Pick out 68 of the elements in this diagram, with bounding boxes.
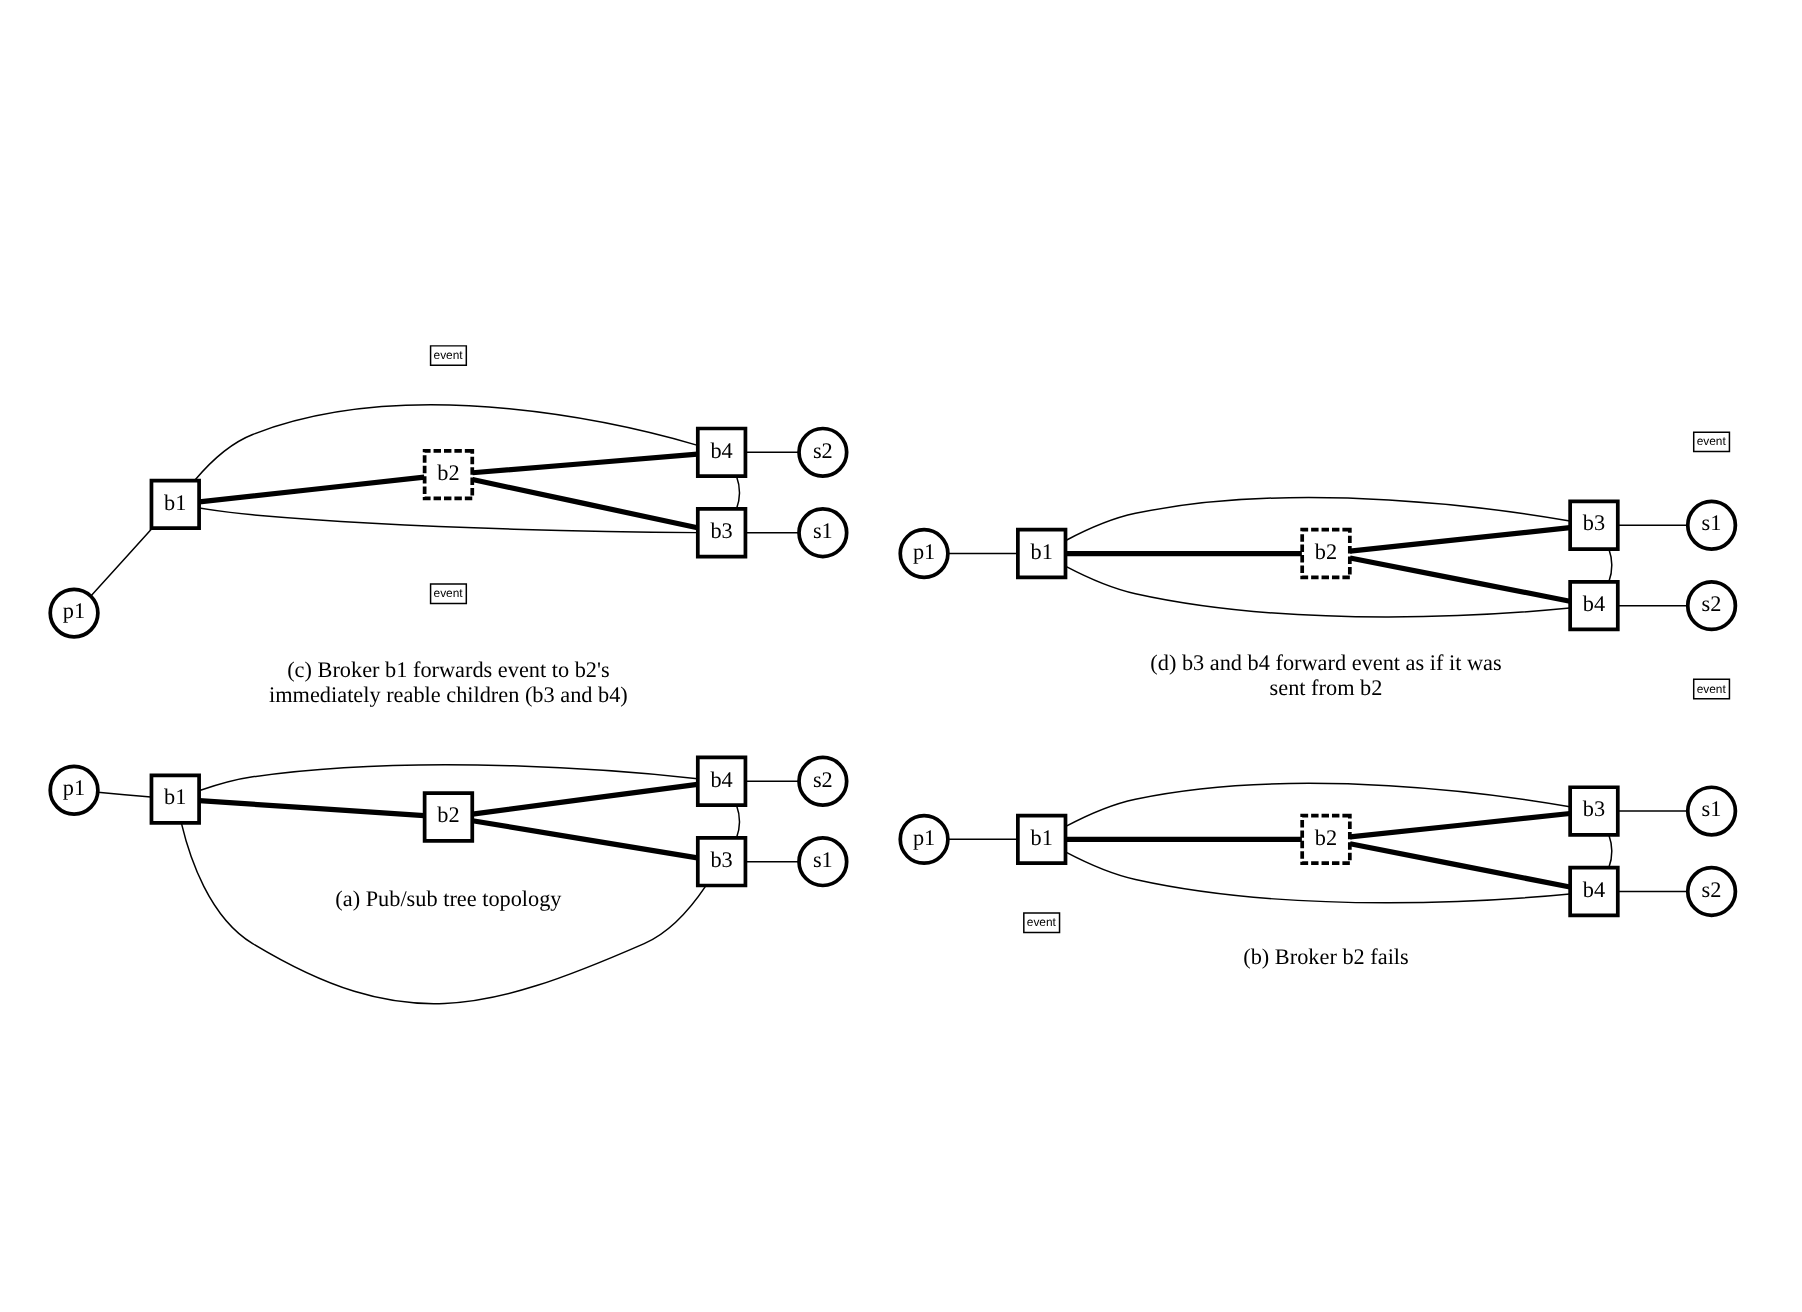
connector [1065,495,1571,541]
connector [1065,781,1571,827]
connector [1617,889,1689,892]
node-circle: p1 [898,526,950,579]
node-circle: p1 [898,812,950,865]
node-box: b2 [1300,526,1352,579]
connector [199,797,425,818]
node-circle: p1 [48,586,100,638]
label: (a) Pub/sub tree topology [335,886,562,911]
node-box: b3 [1568,784,1620,836]
connector [745,450,800,453]
connector [1617,809,1689,811]
connector [735,474,741,509]
connector [1065,549,1302,556]
connector [1608,547,1613,582]
connector [1617,523,1689,525]
label: (b) Broker b2 fails [1243,944,1409,969]
connector [1349,840,1571,889]
connector [1349,554,1571,603]
node-box: b4 [1568,864,1620,917]
connector [199,473,425,504]
connector [745,530,800,533]
node-box: b4 [695,754,748,806]
connector [194,403,699,480]
node-circle: s1 [1685,498,1738,550]
connector [745,859,800,862]
connector [735,803,741,838]
connector [198,763,699,791]
connector [198,506,699,533]
node-circle: p1 [48,763,100,815]
node-box: b1 [149,477,201,530]
connector [1349,809,1571,839]
node-box: b1 [1016,526,1068,579]
connector [472,817,698,860]
connector [1349,524,1571,553]
node-box: b2 [1300,812,1352,865]
connector [1065,850,1571,903]
connector [947,551,1019,554]
node-box: b2 [422,447,475,500]
node-circle: s1 [797,835,849,887]
connector [90,526,153,596]
node-box: b3 [695,835,748,887]
node-circle: s2 [1685,578,1738,631]
connector [947,837,1019,840]
node-box: b1 [1016,812,1068,865]
connector [472,450,698,475]
node-circle: s1 [1685,784,1738,836]
connector [180,821,707,1004]
connector [97,790,152,797]
node-circle: s2 [797,425,849,477]
node-box: b2 [422,790,475,842]
node-box: b1 [149,772,201,824]
node-circle: s2 [1685,864,1738,917]
connector [472,780,698,816]
connector [1617,603,1689,606]
connector [1065,835,1302,841]
node-box: b4 [1568,578,1620,631]
label: (d) b3 and b4 forward event as if it was sent from b2 [1150,650,1502,700]
node-circle: s1 [797,506,849,558]
node-circle: s2 [797,754,849,806]
label: (c) Broker b1 forwards event to b2's immediately reable children (b3 and b4) [269,658,628,708]
connector [471,475,698,530]
node-box: b3 [695,506,748,558]
node-box: b3 [1568,498,1620,550]
connector [1065,564,1571,617]
connector [745,779,800,782]
node-box: b4 [695,425,748,477]
connector [1608,833,1613,868]
